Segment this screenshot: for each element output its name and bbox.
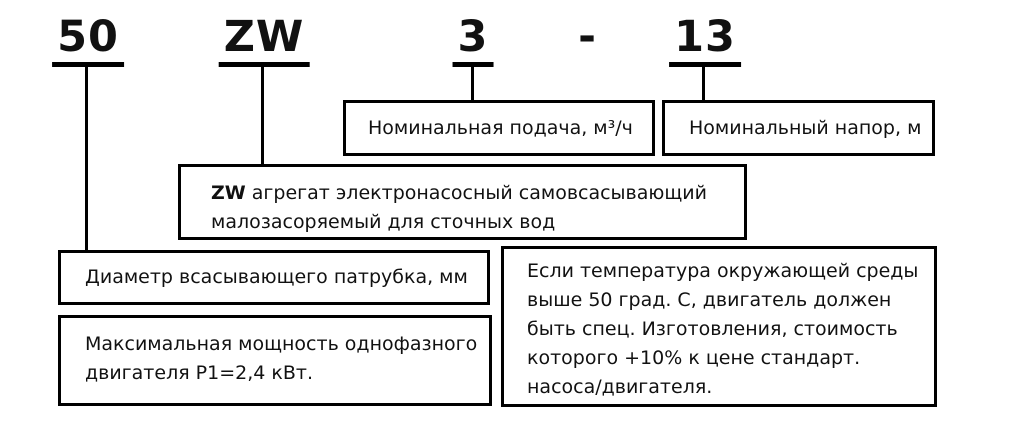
temperature-note-line3: быть спец. Изготовления, стоимость — [527, 318, 898, 340]
code-separator-dash: - — [578, 12, 596, 62]
nominal-head-text: Номинальный напор, м — [689, 116, 922, 139]
code-size-label: 50 — [52, 12, 124, 67]
series-code-prefix: ZW — [211, 182, 246, 204]
connector-size-line — [85, 67, 88, 250]
connector-head-line — [702, 67, 705, 100]
ambient-temperature-note-box: Если температура окружающей среды выше 5… — [501, 246, 937, 407]
nominal-head-box: Номинальный напор, м — [662, 100, 935, 156]
series-description-line2: малозасоряемый для сточных вод — [211, 211, 556, 233]
max-power-box: Максимальная мощность однофазного двигат… — [58, 315, 492, 406]
suction-diameter-box: Диаметр всасывающего патрубка, мм — [58, 250, 490, 305]
max-power-line1: Максимальная мощность однофазного — [85, 333, 478, 355]
code-head-label: 13 — [669, 12, 741, 67]
temperature-note-line1: Если температура окружающей среды — [527, 260, 919, 282]
nominal-flow-text: Номинальная подача, м³/ч — [368, 116, 633, 139]
code-flow-label: 3 — [452, 12, 494, 67]
temperature-note-line5: насоса/двигателя. — [527, 376, 713, 398]
nominal-flow-box: Номинальная подача, м³/ч — [343, 100, 655, 156]
series-description-text1: агрегат электронасосный самовсасывающий — [245, 182, 707, 204]
series-description-box: ZW агрегат электронасосный самовсасывающ… — [178, 164, 747, 240]
suction-diameter-text: Диаметр всасывающего патрубка, мм — [85, 266, 468, 288]
max-power-line2: двигателя P1=2,4 кВт. — [85, 362, 314, 384]
code-series-label: ZW — [218, 12, 310, 67]
temperature-note-line4: которого +10% к цене стандарт. — [527, 347, 861, 369]
temperature-note-line2: выше 50 град. С, двигатель должен — [527, 289, 892, 311]
connector-flow-line — [471, 67, 474, 100]
series-description-line1: ZW агрегат электронасосный самовсасывающ… — [211, 179, 736, 208]
connector-series-line — [261, 67, 264, 164]
